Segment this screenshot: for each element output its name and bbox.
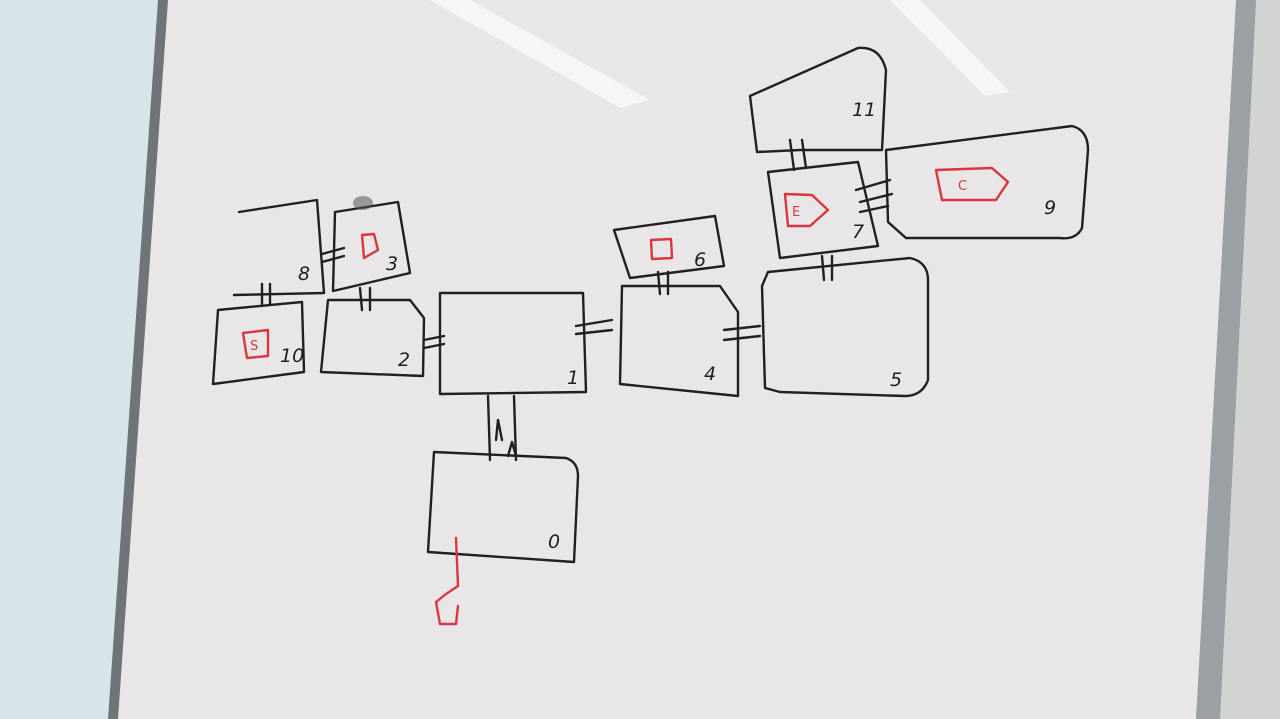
door-2-1 xyxy=(422,334,446,350)
light-glare-left xyxy=(430,0,650,108)
door-1-4 xyxy=(574,318,614,336)
door-5-7 xyxy=(820,254,834,282)
room-0-red-cable xyxy=(434,536,460,626)
room-10-outline xyxy=(211,300,306,386)
room-1-outline xyxy=(438,291,588,396)
door-4-5 xyxy=(722,324,762,342)
room-11: 11 xyxy=(748,46,888,154)
room-9-label: 9 xyxy=(1044,197,1056,219)
room-3-outline xyxy=(331,200,412,293)
room-7: E 7 xyxy=(766,160,880,260)
room-10-red-letter: S xyxy=(250,339,258,354)
door-8-3 xyxy=(320,246,346,264)
room-10-red-mark xyxy=(241,328,270,360)
door-7-9 xyxy=(854,178,894,214)
room-8-label: 8 xyxy=(298,263,310,285)
room-3-label: 3 xyxy=(386,253,398,275)
link-arrow-up xyxy=(494,418,504,442)
door-4-6 xyxy=(656,270,670,296)
room-5-label: 5 xyxy=(890,369,902,391)
link-arrow-small xyxy=(506,440,518,458)
room-5: 5 xyxy=(760,256,930,398)
door-3-2 xyxy=(358,286,372,312)
room-6: 6 xyxy=(612,214,726,280)
room-3-red-mark xyxy=(360,232,380,260)
room-8: 8 xyxy=(232,198,326,297)
room-4-outline xyxy=(618,284,740,398)
eraser-smudge xyxy=(353,196,373,210)
room-8-outline xyxy=(232,198,326,297)
room-7-label: 7 xyxy=(852,221,864,243)
room-3: 3 xyxy=(331,200,412,293)
light-glare-right xyxy=(890,0,1010,96)
room-6-label: 6 xyxy=(694,249,706,271)
room-6-red-mark xyxy=(649,237,674,261)
room-10-label: 10 xyxy=(280,345,304,367)
room-0-outline xyxy=(426,450,580,564)
room-9: C 9 xyxy=(884,124,1090,240)
room-7-outline xyxy=(766,160,880,260)
link-1-0 xyxy=(486,394,518,462)
room-4: 4 xyxy=(618,284,740,398)
wall-right xyxy=(1220,0,1280,719)
room-1-label: 1 xyxy=(567,367,579,389)
room-4-label: 4 xyxy=(704,363,716,385)
room-0: 0 xyxy=(426,450,580,626)
room-2-label: 2 xyxy=(398,349,410,371)
board-frame-right-edge xyxy=(1196,0,1256,719)
room-11-outline xyxy=(748,46,888,154)
room-5-outline xyxy=(760,256,930,398)
board-surface xyxy=(118,0,1248,719)
room-9-red-letter: C xyxy=(958,179,967,194)
room-11-label: 11 xyxy=(852,99,876,121)
room-6-outline xyxy=(612,214,726,280)
room-0-label: 0 xyxy=(548,531,560,553)
connectors xyxy=(260,138,894,462)
room-7-red-letter: E xyxy=(792,205,800,220)
room-7-red-mark xyxy=(783,192,830,228)
door-8-10 xyxy=(260,282,272,308)
door-11-7 xyxy=(788,138,808,172)
room-10: S 10 xyxy=(211,300,306,386)
room-9-outline xyxy=(884,124,1090,240)
room-9-red-mark xyxy=(934,166,1010,202)
room-1: 1 xyxy=(438,291,588,396)
